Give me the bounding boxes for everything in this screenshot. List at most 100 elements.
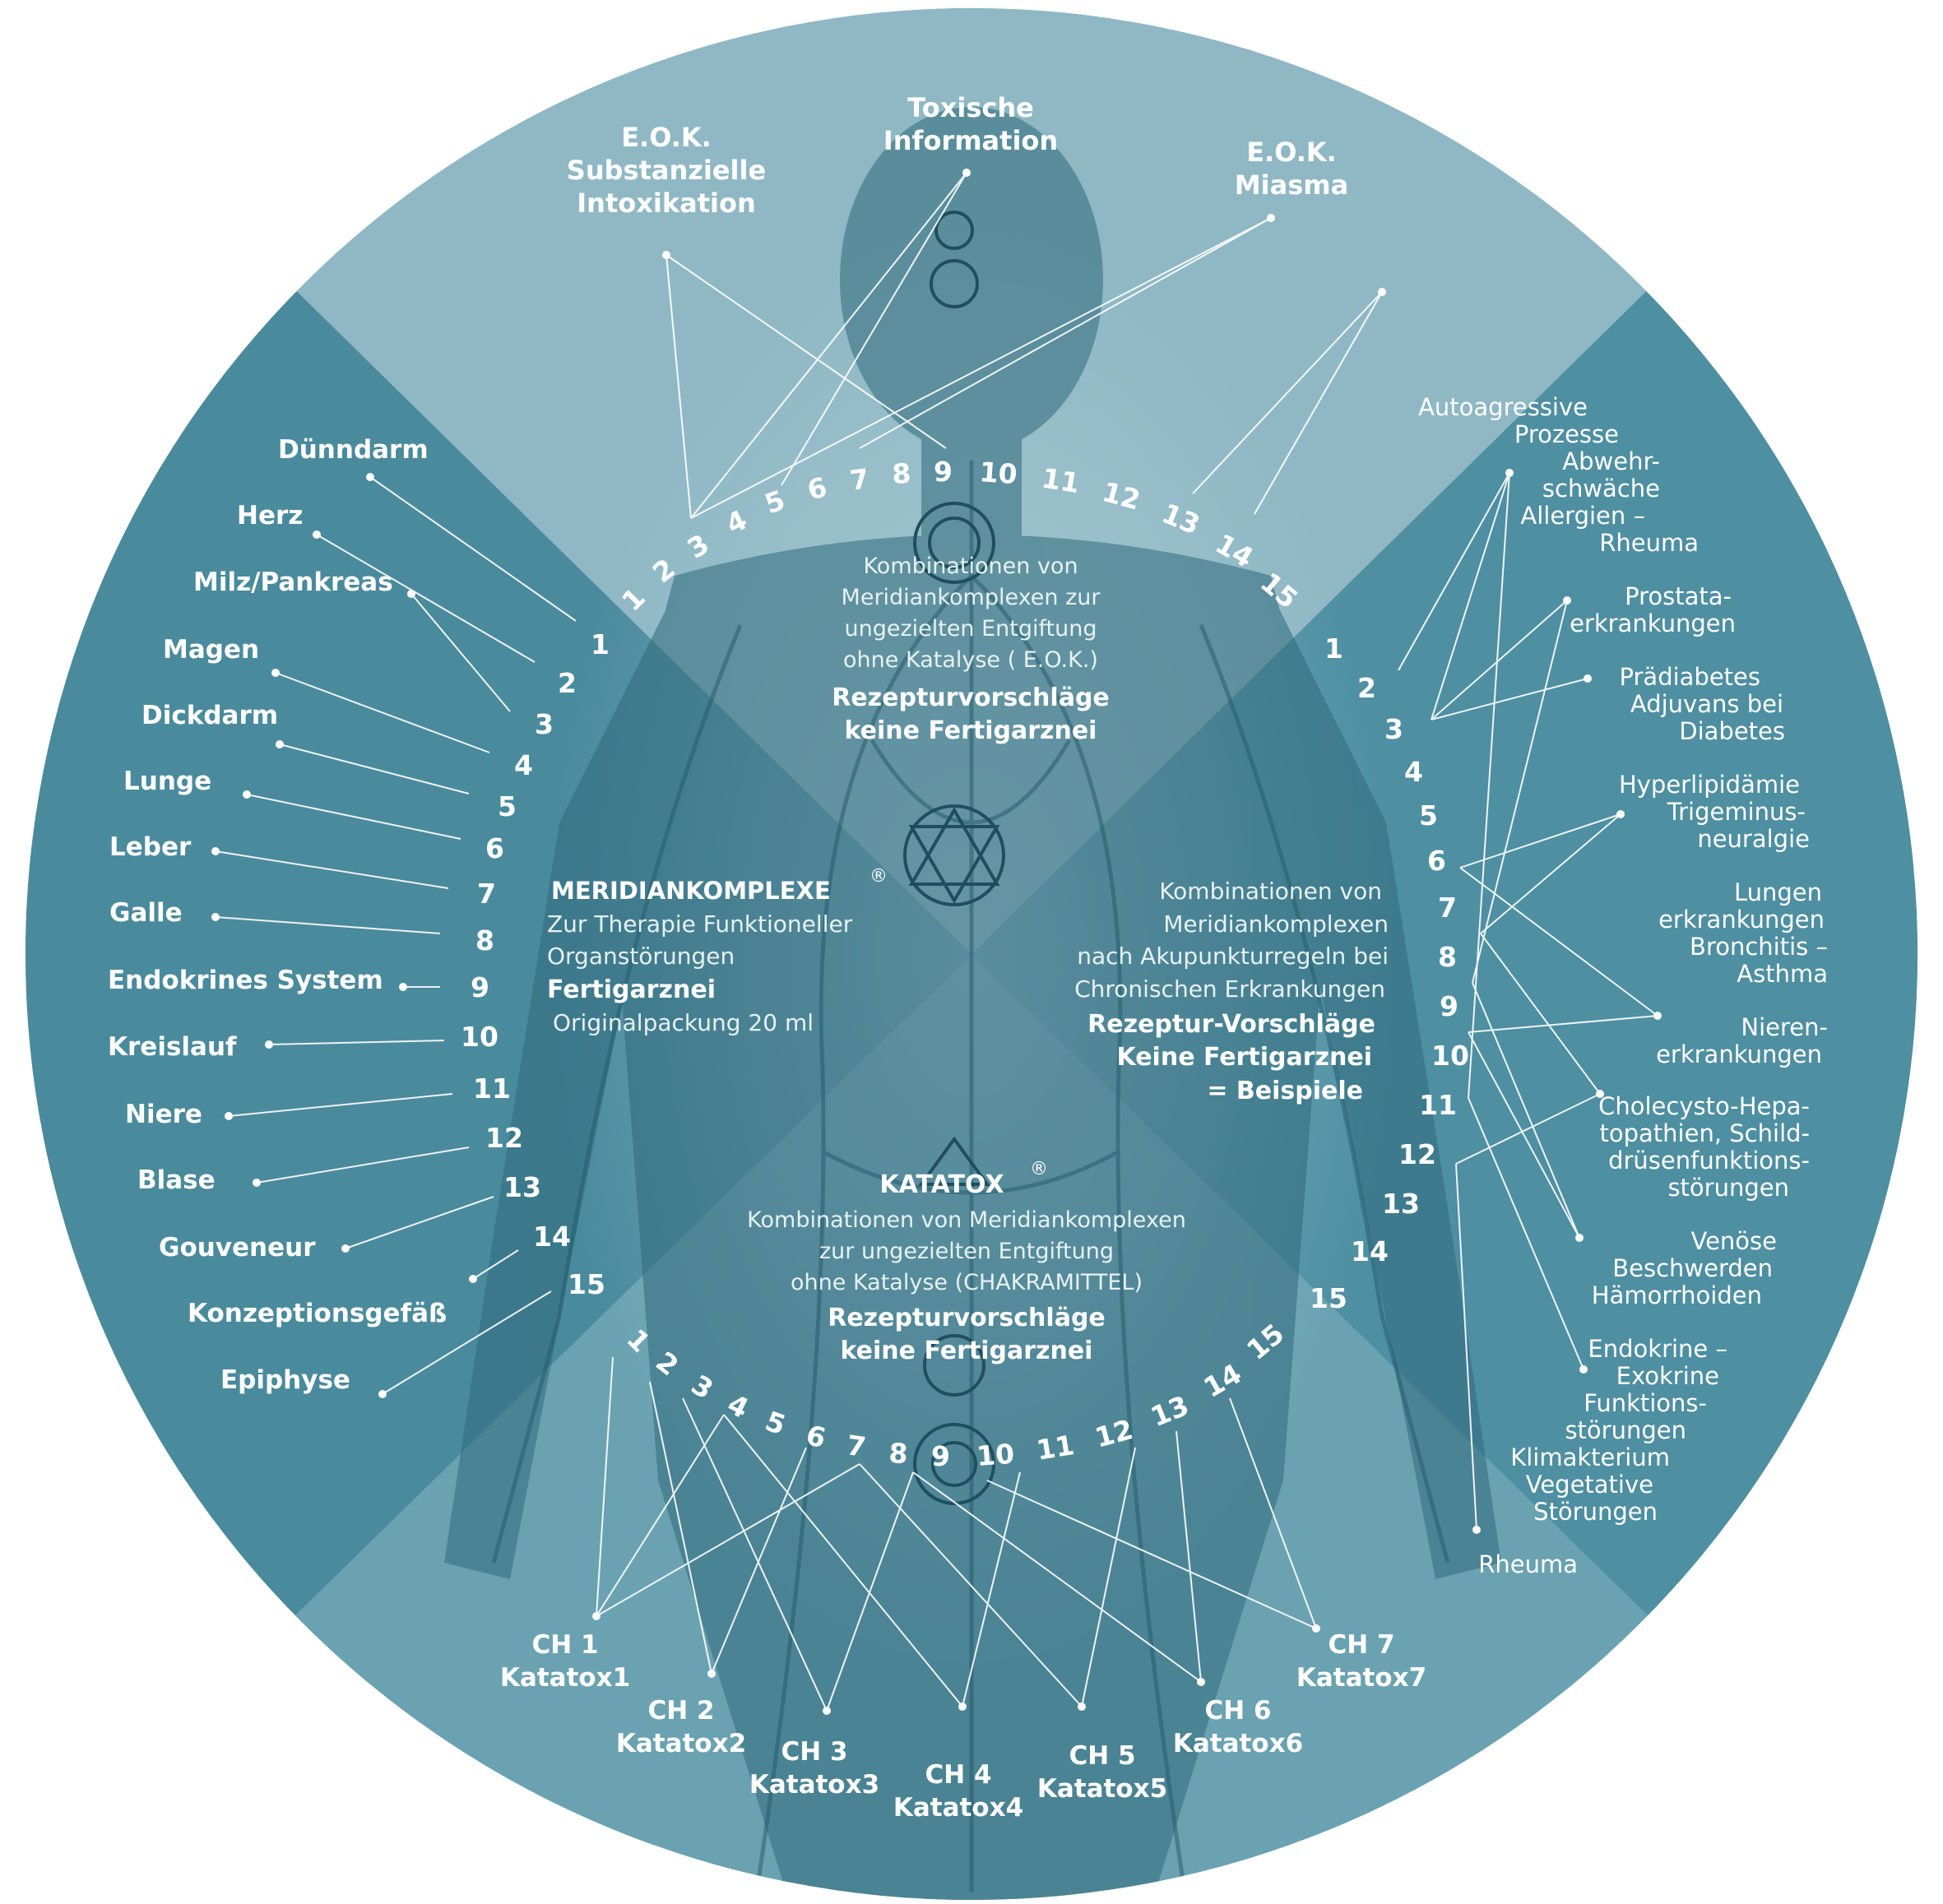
- svg-text:Lungen: Lungen: [1734, 878, 1822, 906]
- svg-text:CH 6: CH 6: [1204, 1696, 1271, 1726]
- svg-text:Exokrine: Exokrine: [1616, 1362, 1719, 1390]
- chakra-crown-icon: [930, 211, 979, 308]
- chakra-label-3: CH 3 Katatox3: [749, 1737, 879, 1800]
- top-center-bold: Rezepturvorschläge keine Fertigarznei: [832, 683, 1110, 745]
- chakra-label-7: CH 7 Katatox7: [1296, 1630, 1426, 1693]
- chakra-heart-icon: [903, 804, 1005, 906]
- svg-text:Kombinationen von Meridiankomp: Kombinationen von Meridiankomplexen: [747, 1207, 1186, 1233]
- svg-text:Kombinationen von: Kombinationen von: [863, 554, 1078, 579]
- chakra-label-6: CH 6 Katatox6: [1173, 1696, 1303, 1758]
- svg-text:Milz/Pankreas: Milz/Pankreas: [193, 567, 393, 597]
- svg-text:CH 2: CH 2: [647, 1696, 714, 1726]
- svg-text:Substanzielle: Substanzielle: [567, 155, 766, 186]
- svg-text:14: 14: [533, 1221, 571, 1253]
- svg-text:topathien, Schild-: topathien, Schild-: [1600, 1119, 1810, 1147]
- svg-text:3: 3: [1384, 713, 1403, 745]
- right-disease-labels: Autoagressive Prozesse Abwehr- schwäche …: [1418, 393, 1828, 1578]
- disease-rheuma: Rheuma: [1478, 1550, 1578, 1578]
- svg-text:Störungen: Störungen: [1533, 1498, 1658, 1526]
- svg-text:Cholecysto-Hepa-: Cholecysto-Hepa-: [1598, 1092, 1810, 1120]
- svg-text:CH 1: CH 1: [531, 1630, 598, 1660]
- svg-text:= Beispiele: = Beispiele: [1207, 1077, 1363, 1105]
- svg-text:®: ®: [869, 866, 888, 887]
- svg-text:5: 5: [1419, 799, 1438, 832]
- svg-text:Autoagressive: Autoagressive: [1418, 393, 1588, 421]
- svg-text:13: 13: [503, 1171, 541, 1203]
- svg-text:Gouveneur: Gouveneur: [159, 1233, 316, 1262]
- svg-text:Toxische: Toxische: [907, 92, 1034, 123]
- svg-text:9: 9: [931, 1440, 950, 1472]
- svg-text:Miasma: Miasma: [1235, 169, 1348, 201]
- svg-text:erkrankungen: erkrankungen: [1656, 1040, 1822, 1068]
- svg-text:Meridiankomplexen zur: Meridiankomplexen zur: [842, 585, 1101, 610]
- bottom-center-block: KATATOX ® Kombinationen von Meridiankomp…: [747, 1159, 1186, 1365]
- svg-text:Meridiankomplexen: Meridiankomplexen: [1163, 910, 1389, 938]
- chakra-label-2: CH 2 Katatox2: [616, 1696, 746, 1758]
- svg-text:®: ®: [1030, 1159, 1048, 1179]
- svg-text:Adjuvans bei: Adjuvans bei: [1630, 690, 1783, 718]
- svg-text:13: 13: [1382, 1188, 1420, 1220]
- svg-text:9: 9: [471, 971, 489, 1003]
- svg-text:Katatox3: Katatox3: [749, 1770, 879, 1800]
- svg-text:8: 8: [1438, 941, 1457, 973]
- chakra-throat-icon: [913, 502, 995, 584]
- left-numbers: 1 2 3 4 5 6 7 8 9 10 11 12 13 14 15: [461, 628, 610, 1300]
- svg-text:11: 11: [1419, 1089, 1457, 1121]
- svg-text:4: 4: [1404, 756, 1423, 788]
- svg-text:Organstörungen: Organstörungen: [547, 943, 735, 970]
- svg-text:8: 8: [891, 457, 911, 490]
- svg-text:Blase: Blase: [137, 1165, 216, 1195]
- right-numbers: 1 2 3 4 5 6 7 8 9 10 11 12 13 14 15: [1310, 632, 1469, 1314]
- svg-text:Fertigarznei: Fertigarznei: [547, 975, 716, 1004]
- top-center-text: Kombinationen von Meridiankomplexen zur …: [842, 554, 1101, 673]
- svg-text:1: 1: [591, 628, 610, 660]
- svg-text:Katatox5: Katatox5: [1037, 1774, 1167, 1804]
- svg-text:Rheuma: Rheuma: [1599, 529, 1699, 557]
- svg-text:12: 12: [485, 1122, 523, 1154]
- svg-text:Niere: Niere: [125, 1100, 202, 1129]
- svg-text:Bronchitis –: Bronchitis –: [1690, 933, 1828, 961]
- svg-text:Nieren-: Nieren-: [1741, 1013, 1828, 1041]
- svg-text:Funktions-: Funktions-: [1584, 1389, 1707, 1417]
- svg-text:Beschwerden: Beschwerden: [1612, 1254, 1773, 1282]
- top-toxic-info-label: Toxische Information: [883, 92, 1058, 156]
- svg-text:Prozesse: Prozesse: [1514, 420, 1619, 448]
- svg-text:Kreislauf: Kreislauf: [108, 1032, 237, 1062]
- svg-text:ungezielten Entgiftung: ungezielten Entgiftung: [844, 616, 1097, 642]
- svg-text:Abwehr-: Abwehr-: [1562, 447, 1660, 475]
- svg-text:ohne Katalyse ( E.O.K.): ohne Katalyse ( E.O.K.): [843, 647, 1098, 673]
- vein-lines: [491, 461, 1450, 1892]
- svg-text:Dünndarm: Dünndarm: [278, 435, 429, 465]
- svg-text:2: 2: [1357, 672, 1376, 704]
- disease-cholecysto: Cholecysto-Hepa- topathien, Schild- drüs…: [1598, 1092, 1810, 1202]
- svg-text:6: 6: [1427, 845, 1446, 877]
- svg-text:11: 11: [1040, 461, 1082, 499]
- svg-text:Information: Information: [883, 125, 1058, 156]
- top-eok-substance-label: E.O.K. Substanzielle Intoxikation: [567, 122, 766, 219]
- svg-text:Rezepturvorschläge: Rezepturvorschläge: [828, 1304, 1106, 1332]
- svg-text:2: 2: [558, 667, 577, 699]
- svg-text:störungen: störungen: [1667, 1174, 1789, 1202]
- svg-text:10: 10: [461, 1021, 499, 1053]
- svg-text:Katatox4: Katatox4: [893, 1793, 1023, 1823]
- svg-text:Hyperlipidämie: Hyperlipidämie: [1619, 771, 1800, 799]
- svg-text:ohne Katalyse (CHAKRAMITTEL): ohne Katalyse (CHAKRAMITTEL): [791, 1270, 1143, 1295]
- svg-text:Keine Fertigarznei: Keine Fertigarznei: [1116, 1043, 1372, 1072]
- svg-text:Katatox7: Katatox7: [1296, 1663, 1426, 1693]
- svg-text:Diabetes: Diabetes: [1679, 717, 1785, 745]
- svg-text:4: 4: [514, 749, 533, 781]
- svg-text:7: 7: [848, 462, 871, 497]
- disease-venous: Venöse Beschwerden Hämorrhoiden: [1592, 1227, 1777, 1309]
- chakra-label-1: CH 1 Katatox1: [500, 1630, 630, 1693]
- svg-text:12: 12: [1398, 1138, 1436, 1170]
- svg-text:Endokrine –: Endokrine –: [1588, 1335, 1727, 1363]
- disease-lungs: Lungen erkrankungen Bronchitis – Asthma: [1658, 878, 1828, 988]
- svg-text:7: 7: [1438, 892, 1457, 924]
- svg-text:Hämorrhoiden: Hämorrhoiden: [1592, 1281, 1762, 1309]
- svg-text:Katatox1: Katatox1: [500, 1663, 630, 1693]
- right-center-block: Kombinationen von Meridiankomplexen nach…: [1074, 878, 1389, 1105]
- svg-text:5: 5: [498, 790, 517, 822]
- svg-text:KATATOX: KATATOX: [879, 1170, 1004, 1199]
- svg-text:Konzeptionsgefäß: Konzeptionsgefäß: [188, 1299, 447, 1328]
- svg-text:drüsenfunktions-: drüsenfunktions-: [1608, 1147, 1810, 1174]
